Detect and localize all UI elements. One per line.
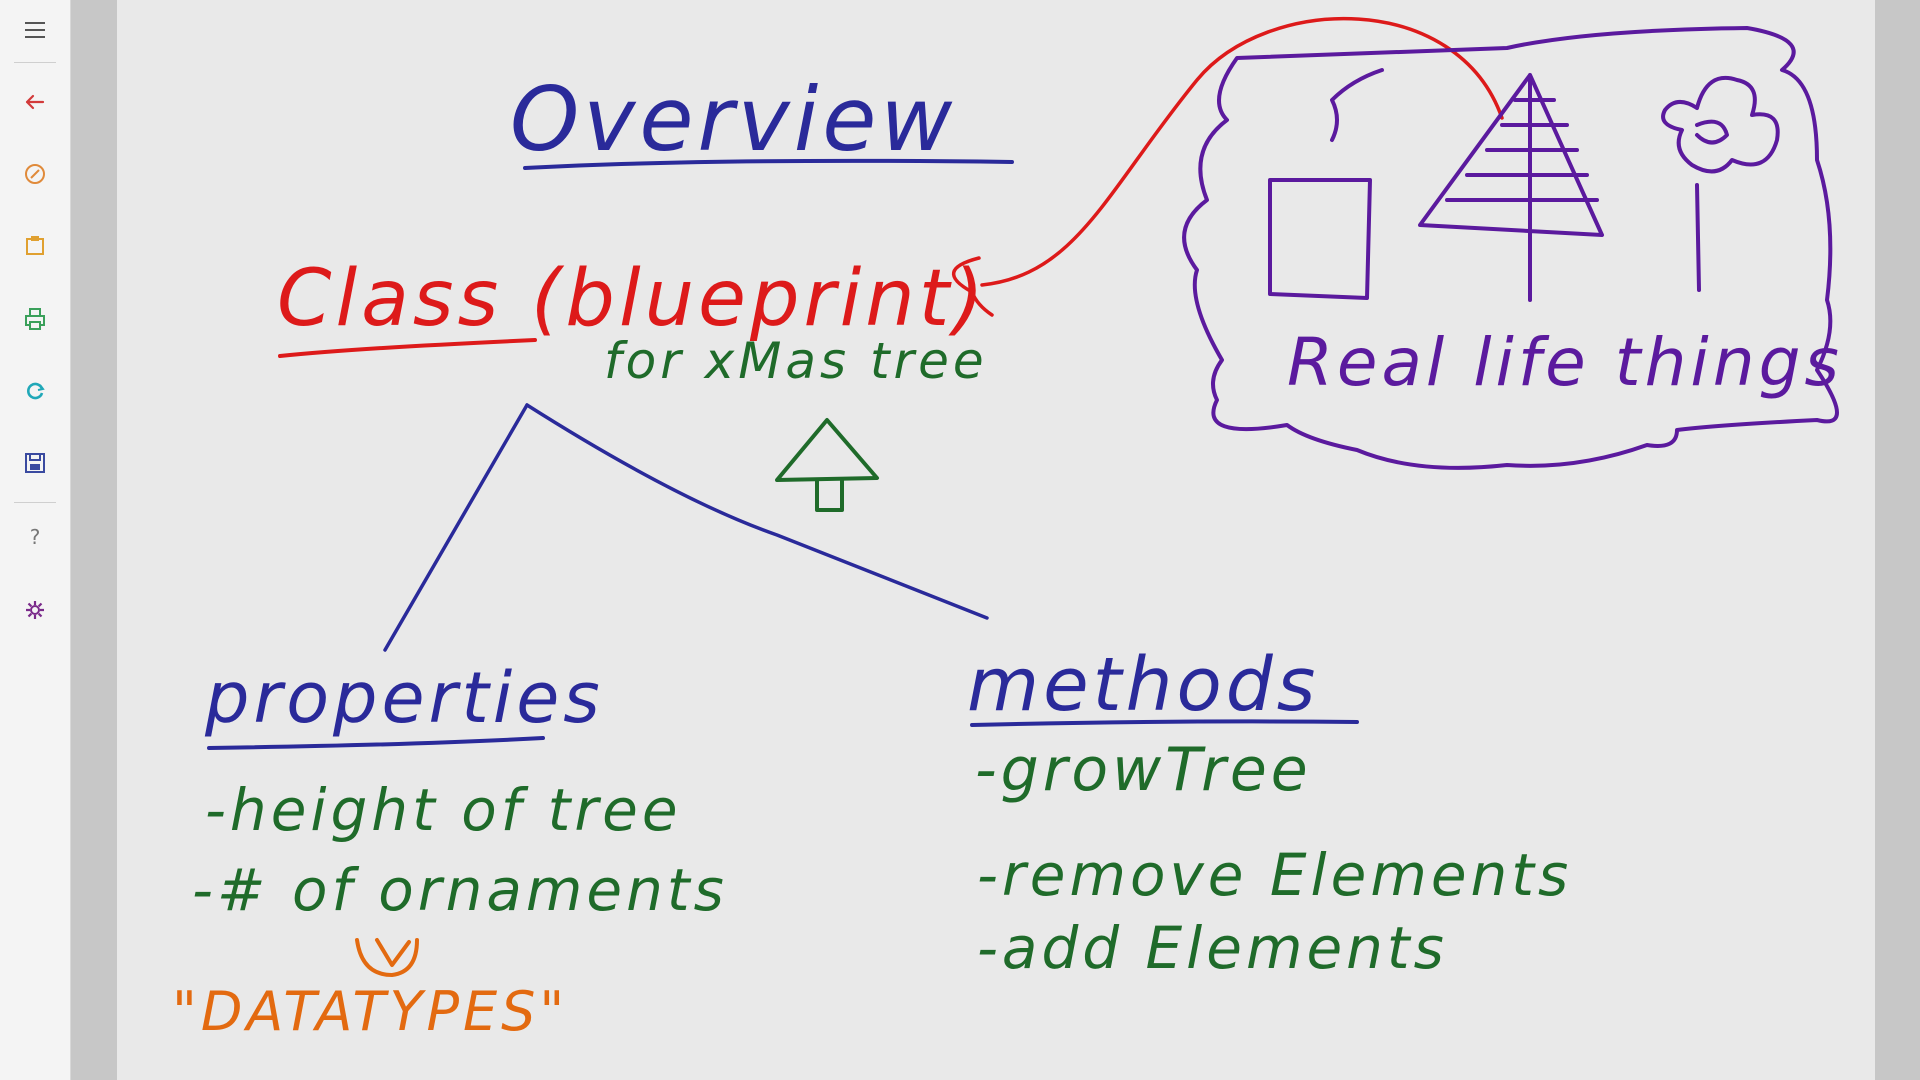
class-underline [278,338,537,358]
settings-gear-icon[interactable] [10,585,60,635]
branch-to-methods [525,403,989,620]
real-life-cloud [1182,26,1839,470]
real-life-things-label: Real life things [1287,324,1843,401]
methods-underline [970,719,1359,727]
branch-to-properties [383,403,529,652]
red-arrow-curve [980,16,1504,287]
tree-shape [1418,73,1604,302]
red-arrow-head [951,256,994,317]
print-icon[interactable] [10,294,60,344]
toolbar-divider [14,502,56,503]
properties-underline [207,736,545,750]
xmas-tree-label: for xMas tree [604,332,988,390]
save-icon[interactable] [10,438,60,488]
menu-icon[interactable] [10,5,60,55]
class-blueprint-label: Class (blueprint) [277,254,988,344]
small-tree-trunk [815,478,844,512]
svg-text:?: ? [30,525,41,549]
property-height: -height of tree [205,776,682,844]
pen-icon[interactable] [10,149,60,199]
small-tree-icon [775,418,879,482]
whiteboard-drawing: Overview Class (blueprint) for xMas tree… [172,16,1843,1043]
method-add-elements: -add Elements [977,914,1448,982]
title-underline [523,158,1014,170]
flower-shape [1661,76,1780,292]
square-shape [1268,178,1372,300]
properties-heading: properties [204,657,604,739]
property-ornaments: -# of ornaments [192,856,728,924]
methods-heading: methods [967,642,1319,728]
left-toolbar: ? [0,0,71,1080]
datatypes-arrow [355,938,419,977]
title-overview: Overview [510,68,956,171]
left-margin [71,0,117,1080]
back-arrow-icon[interactable] [10,77,60,127]
method-grow-tree: -growTree [975,735,1312,805]
toolbar-divider [14,62,56,63]
method-remove-elements: -remove Elements [977,841,1572,909]
right-margin [1875,0,1920,1080]
datatypes-label: "DATATYPES" [172,980,568,1043]
help-icon[interactable]: ? [10,512,60,562]
whiteboard-canvas[interactable]: Overview Class (blueprint) for xMas tree… [117,0,1875,1080]
squiggle-shape [1330,68,1384,142]
sync-icon[interactable] [10,366,60,416]
clipboard-icon[interactable] [10,221,60,271]
